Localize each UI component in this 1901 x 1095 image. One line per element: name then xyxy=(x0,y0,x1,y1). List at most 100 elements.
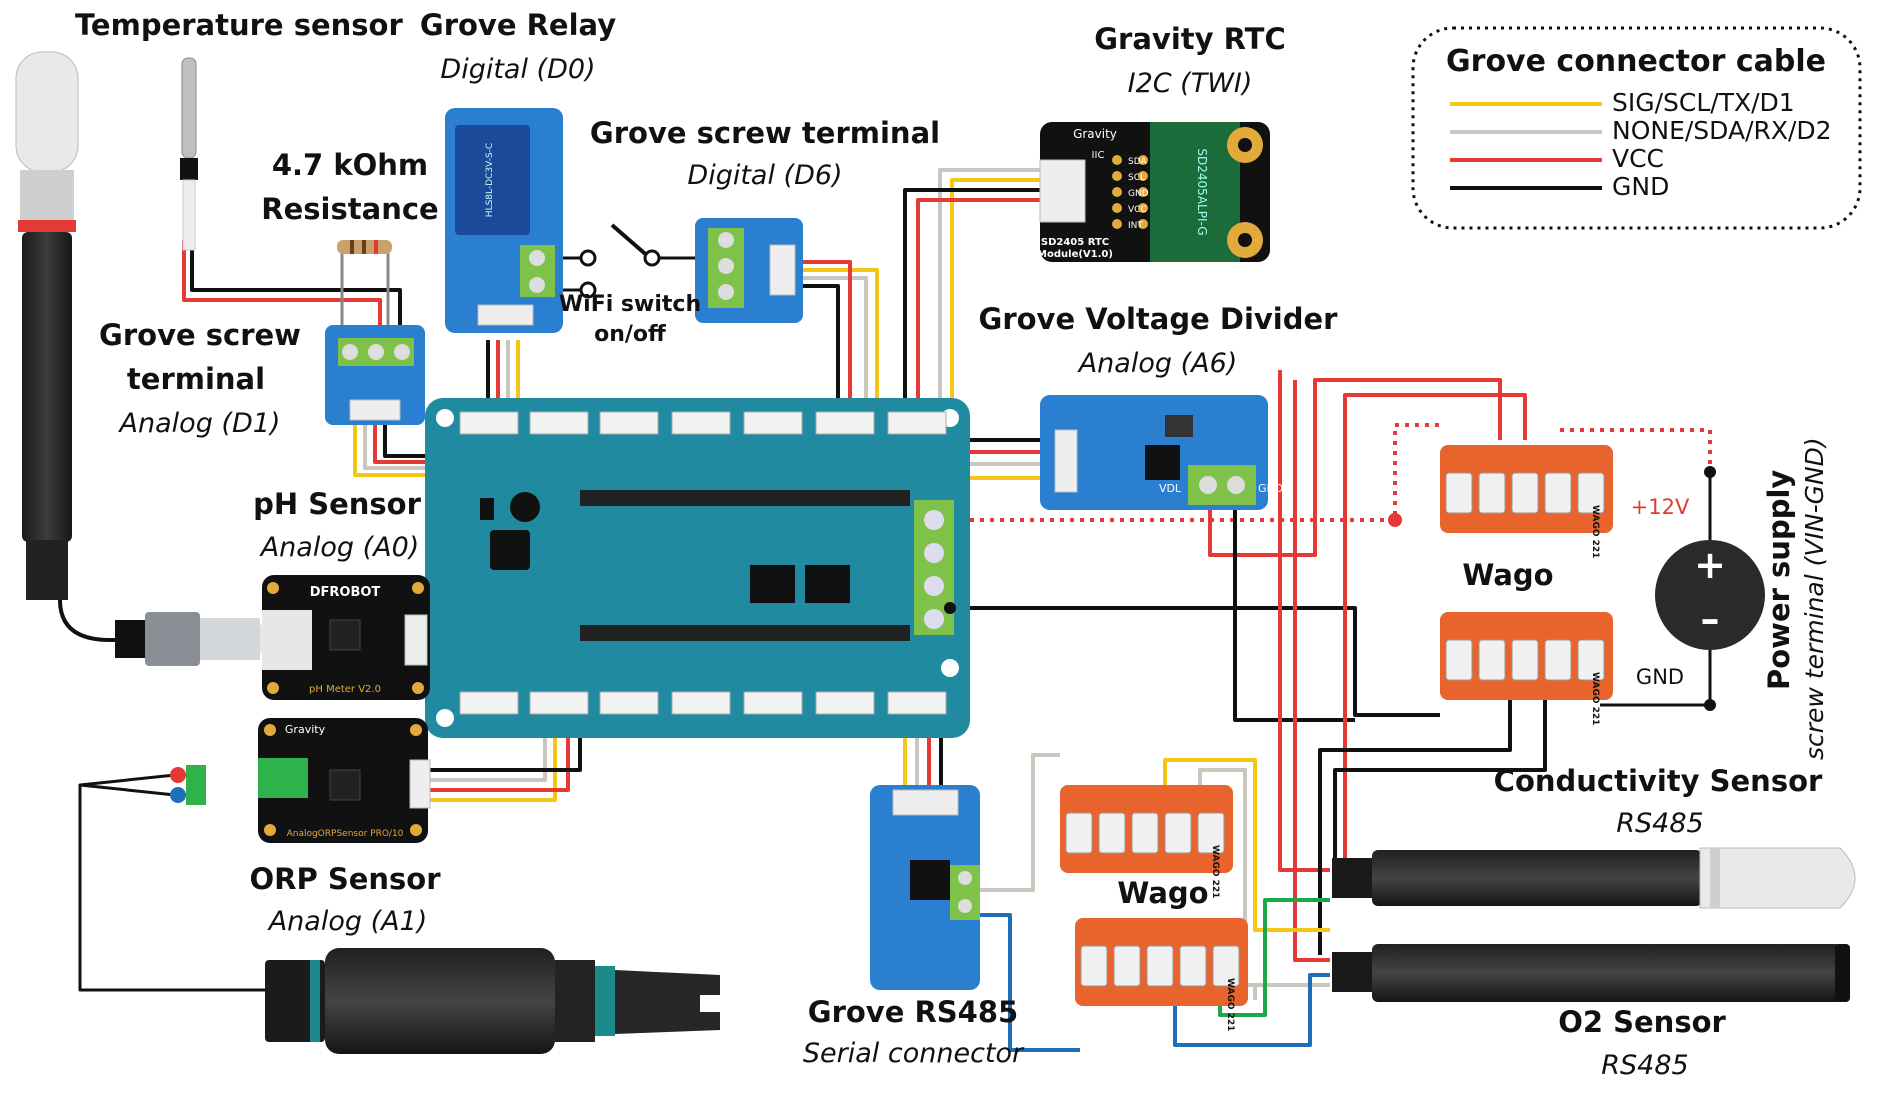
wire-rs485-b xyxy=(975,913,1080,1052)
wire-d6-black xyxy=(790,284,840,432)
wire-d6-white xyxy=(790,276,868,432)
label-orp-sensor: ORP Sensor xyxy=(249,862,441,896)
wago-bottom-lower: WAGO 221 xyxy=(1075,918,1248,1031)
screw-terminal-d6-module xyxy=(695,218,803,323)
rtc-pin-pad xyxy=(1138,219,1148,229)
label-resistance-l2: Resistance xyxy=(261,192,439,226)
grove-socket xyxy=(815,691,875,715)
legend-item-label: VCC xyxy=(1612,144,1665,173)
rtc-pin-pad xyxy=(1138,203,1148,213)
rtc-pin-pad xyxy=(1112,203,1122,213)
svg-text:GND: GND xyxy=(1258,482,1283,495)
label-ph-sensor: pH Sensor xyxy=(253,487,421,521)
label-rs485: Grove RS485 xyxy=(807,995,1019,1029)
wire-d6-yellow xyxy=(790,268,879,432)
label-rs485-sub: Serial connector xyxy=(802,1038,1024,1069)
label-conductivity-sub: RS485 xyxy=(1616,808,1704,839)
grove-rs485-module xyxy=(870,785,980,990)
bnc-connector xyxy=(115,612,282,666)
label-power-supply-sub: screw terminal (VIN-GND) xyxy=(1800,437,1829,760)
rtc-pin-label: SCL xyxy=(1128,173,1145,183)
label-o2-sub: RS485 xyxy=(1601,1050,1689,1081)
wire-wago-red2 xyxy=(1293,380,1330,962)
rtc-pin-pad xyxy=(1138,187,1148,197)
voltage-divider-module: VDL GND xyxy=(1040,395,1283,510)
wire-wago-black2 xyxy=(1333,700,1547,880)
wago-lever xyxy=(1478,472,1506,514)
label-gravity-rtc: Gravity RTC xyxy=(1094,22,1286,56)
svg-text:IIC: IIC xyxy=(1092,150,1105,161)
wago-lever xyxy=(1131,812,1159,854)
wire-ps-12v xyxy=(1560,428,1712,470)
grove-socket xyxy=(887,691,947,715)
wire-rs485-a xyxy=(975,753,1060,892)
wago-lever xyxy=(1544,639,1572,681)
label-gnd: GND xyxy=(1635,665,1685,689)
svg-text:DFROBOT: DFROBOT xyxy=(310,585,381,600)
svg-text:Gravity: Gravity xyxy=(1073,127,1117,141)
ph-probe xyxy=(15,51,79,600)
rtc-pin-pad xyxy=(1112,187,1122,197)
orp-probe xyxy=(265,948,720,1054)
wago-lever xyxy=(1212,945,1240,987)
label-screw-terminal-l1: Grove screw xyxy=(99,318,301,352)
label-wifi-l1: WiFi switch xyxy=(558,292,702,317)
wago-lever xyxy=(1098,812,1126,854)
wago-bottom-upper: WAGO 221 xyxy=(1060,785,1233,898)
grove-socket xyxy=(743,411,803,435)
wago-lever xyxy=(1113,945,1141,987)
wire-temp-black xyxy=(190,240,402,340)
label-temperature-sensor: Temperature sensor xyxy=(75,8,403,42)
wago-lever xyxy=(1445,639,1473,681)
wire-wago-red1 xyxy=(1278,370,1330,872)
wire-temp-red xyxy=(182,240,382,340)
wire-wago-black1 xyxy=(1318,700,1512,955)
svg-text:pH Meter V2.0: pH Meter V2.0 xyxy=(309,684,381,695)
rtc-pin-pad xyxy=(1138,155,1148,165)
wago-lever xyxy=(1577,472,1605,514)
wago-lever xyxy=(1511,639,1539,681)
svg-text:VDL: VDL xyxy=(1159,482,1182,495)
label-grove-relay-sub: Digital (D0) xyxy=(440,54,596,85)
rtc-pin-label: GND xyxy=(1128,189,1149,199)
legend-title: Grove connector cable xyxy=(1446,44,1826,79)
power-supply: + – xyxy=(1655,466,1765,711)
resistor-4k7 xyxy=(337,240,392,254)
svg-text:Gravity: Gravity xyxy=(285,723,326,736)
wifi-switch-symbol xyxy=(610,223,661,267)
wire-vd-in-red xyxy=(1208,378,1502,557)
legend-item-label: GND xyxy=(1612,172,1670,201)
label-screw-terminal-d6-sub: Digital (D6) xyxy=(687,160,843,191)
wire-rtc-black xyxy=(903,188,1040,432)
rtc-pin-pad xyxy=(1112,171,1122,181)
wago-text: WAGO 221 xyxy=(1590,672,1600,725)
label-plus12v: +12V xyxy=(1630,495,1690,519)
wago-lever xyxy=(1478,639,1506,681)
wire-wago-white xyxy=(1198,768,1330,987)
wago-lever xyxy=(1080,945,1108,987)
rtc-pin-pad xyxy=(1112,219,1122,229)
label-ph-sensor-sub: Analog (A0) xyxy=(260,532,420,563)
rtc-pin-pad xyxy=(1138,171,1148,181)
wire-d6-red xyxy=(790,260,852,432)
label-gravity-rtc-sub: I2C (TWI) xyxy=(1127,68,1253,99)
orp-module: Gravity AnalogORPSensor PRO/10 xyxy=(170,718,431,843)
grove-socket xyxy=(887,411,947,435)
label-screw-terminal-d6: Grove screw terminal xyxy=(589,116,941,150)
wago-top-upper: WAGO 221 xyxy=(1440,445,1613,558)
svg-text:SD2405 RTC: SD2405 RTC xyxy=(1041,237,1109,248)
label-o2: O2 Sensor xyxy=(1558,1005,1726,1039)
wago-text: WAGO 221 xyxy=(1210,845,1220,898)
rtc-pin-label: VCC xyxy=(1128,205,1147,215)
grove-socket xyxy=(599,691,659,715)
grove-socket xyxy=(815,411,875,435)
label-wifi-l2: on/off xyxy=(594,322,666,347)
grove-socket xyxy=(529,411,589,435)
rtc-pin-pad xyxy=(1112,155,1122,165)
svg-text:AnalogORPSensor PRO/10: AnalogORPSensor PRO/10 xyxy=(287,829,404,839)
grove-socket xyxy=(743,691,803,715)
wire-orp-probe xyxy=(78,773,280,992)
wago-lever xyxy=(1164,812,1192,854)
